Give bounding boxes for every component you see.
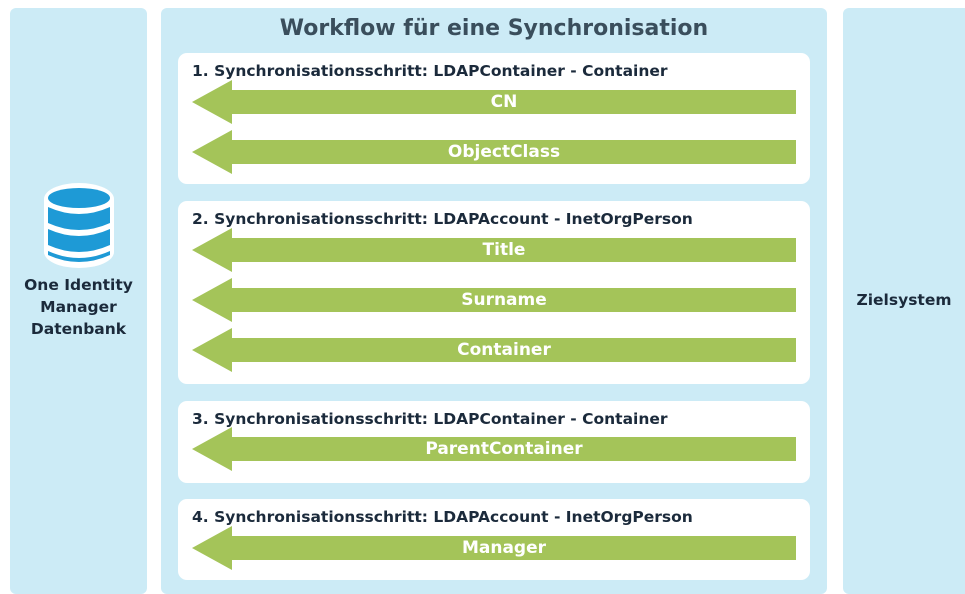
property-arrow-manager: Manager (192, 526, 796, 570)
property-arrow-parentcontainer: ParentContainer (192, 427, 796, 471)
property-label: Container (457, 340, 551, 360)
database-label: One Identity Manager Datenbank (24, 276, 133, 338)
target-system-panel (843, 8, 965, 594)
property-label: Surname (461, 290, 547, 310)
property-label: ObjectClass (447, 142, 561, 162)
sync-step-title: 4. Synchronisationsschritt: LDAPAccount … (192, 508, 693, 526)
sync-step-title: 3. Synchronisationsschritt: LDAPContaine… (192, 410, 668, 428)
database-icon (43, 183, 115, 268)
database-panel (10, 8, 147, 594)
property-arrow-objectclass: ObjectClass (192, 130, 796, 174)
sync-step-title: 2. Synchronisationsschritt: LDAPAccount … (192, 210, 693, 228)
property-arrow-cn: CN (192, 80, 796, 124)
property-label: Title (482, 240, 526, 260)
workflow-title: Workflow für eine Synchronisation (279, 16, 709, 41)
property-arrow-title: Title (192, 228, 796, 272)
property-label: Manager (461, 538, 547, 558)
property-label: CN (490, 92, 518, 112)
property-label: ParentContainer (425, 439, 583, 459)
property-arrow-container: Container (192, 328, 796, 372)
sync-step-title: 1. Synchronisationsschritt: LDAPContaine… (192, 62, 668, 80)
target-system-label: Zielsystem (856, 291, 952, 309)
property-arrow-surname: Surname (192, 278, 796, 322)
